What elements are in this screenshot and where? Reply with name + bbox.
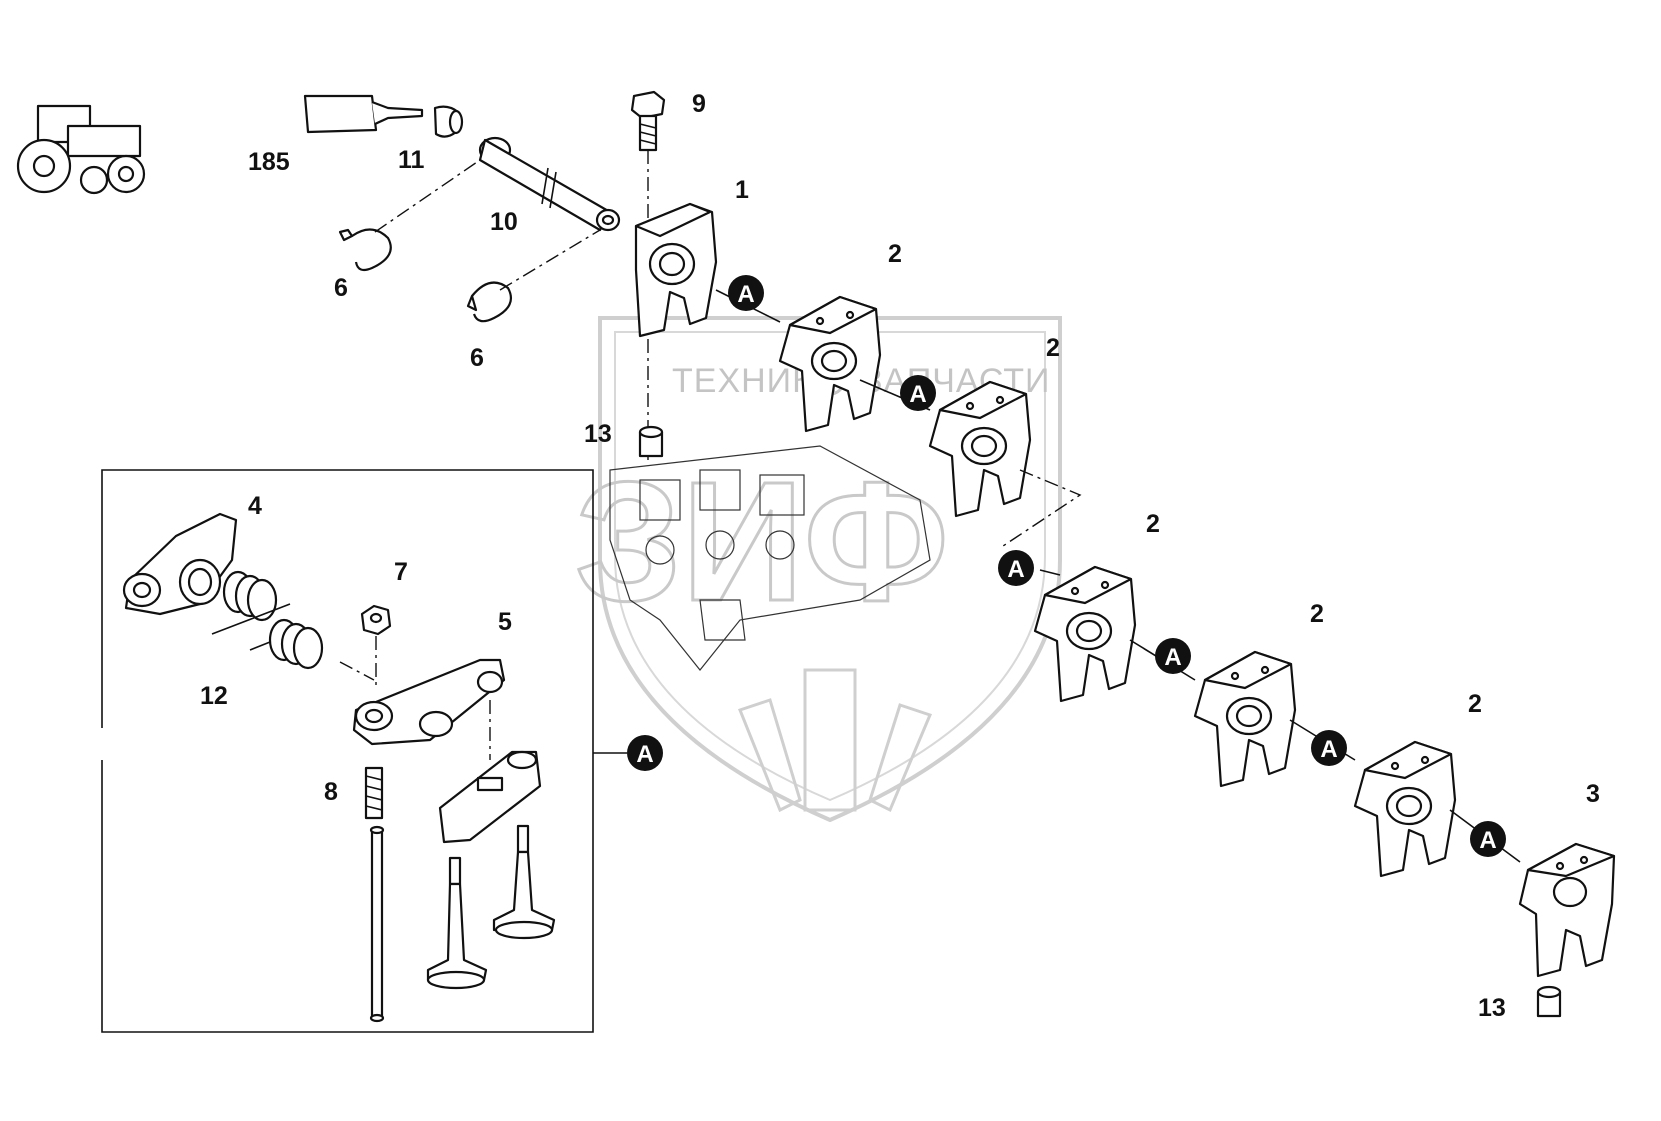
callout-2-e: 2 [1468,690,1482,718]
callout-185: 185 [248,148,290,176]
circlip-part-6-lower [466,281,512,323]
adjuster-screw-part-8 [364,766,384,820]
detail-inset-frame [101,469,594,1033]
marker-a-6: A [1470,821,1506,857]
bracket-part-3 [1518,842,1616,978]
sealant-tube-icon [303,94,424,134]
marker-a-3: A [998,550,1034,586]
callout-5: 5 [498,608,512,636]
push-rod [369,825,385,1023]
valve-bridge [438,750,542,844]
marker-a-5: A [1311,730,1347,766]
svg-text:A: A [1320,736,1337,763]
rocker-arm-part-5 [352,658,506,746]
callout-12: 12 [200,682,228,710]
callout-2-c: 2 [1146,510,1160,538]
marker-a-4: A [1155,638,1191,674]
svg-text:A: A [1007,556,1024,583]
callout-2-d: 2 [1310,600,1324,628]
svg-text:A: A [636,741,653,768]
bolt-part-9 [630,90,666,152]
valve-right [492,824,556,940]
plug-part-13-upper [638,425,664,458]
marker-a-1: A [728,275,764,311]
svg-text:A: A [1164,644,1181,671]
callout-2-a: 2 [888,240,902,268]
bracket-part-2-d [1193,650,1297,788]
bracket-part-2-b [928,380,1032,518]
nut-part-7 [360,604,392,636]
valve-left [426,856,488,990]
callout-7: 7 [394,558,408,586]
callout-1: 1 [735,176,749,204]
callout-9: 9 [692,90,706,118]
callout-11: 11 [398,146,425,174]
tractor-icon [16,104,146,195]
callout-4: 4 [248,492,262,520]
plug-part-13-lower [1536,985,1562,1018]
callout-13-lower: 13 [1478,994,1506,1022]
marker-a-7: A [627,735,663,771]
callout-10: 10 [490,208,518,236]
watermark: ТЕХНИКА ЗАПЧАСТИ ЗИФ [574,316,1062,823]
bracket-part-2-c [1033,565,1137,703]
marker-a-2: A [900,375,936,411]
svg-text:A: A [909,381,926,408]
watermark-logo-text: ЗИФ [575,447,949,637]
cap-part-11 [433,105,464,138]
svg-text:A: A [1479,827,1496,854]
spring-part-12-a [222,570,278,622]
callout-6-lower: 6 [470,344,484,372]
rocker-arm-part-4 [122,512,238,616]
rocker-bracket-part-1 [634,202,718,338]
bracket-part-2-a [778,295,882,433]
circlip-part-6-upper [338,228,392,272]
callout-13-upper: 13 [584,420,612,448]
svg-text:A: A [737,281,754,308]
spring-part-12-b [268,618,324,670]
callout-3: 3 [1586,780,1600,808]
callout-6-upper: 6 [334,274,348,302]
cylinder-head [609,445,931,671]
bracket-part-2-e [1353,740,1457,878]
callout-8: 8 [324,778,338,806]
callout-2-b: 2 [1046,334,1060,362]
